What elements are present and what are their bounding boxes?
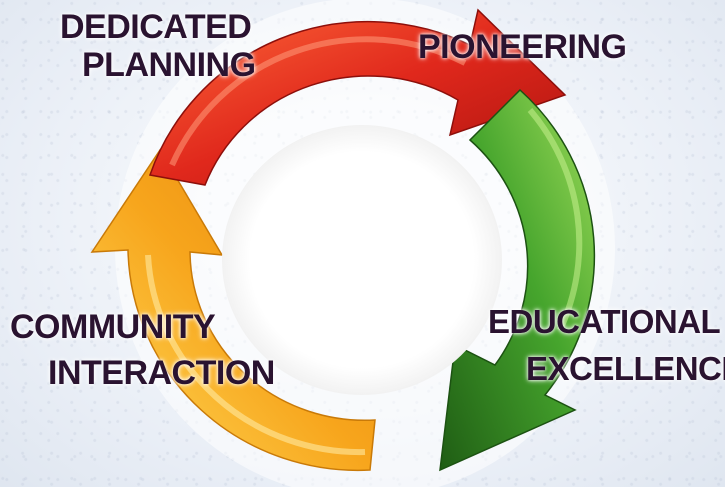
green-arrow: [439, 88, 596, 472]
label-line: Interaction: [48, 356, 275, 390]
label-dedicated-planning: Dedicated Planning: [60, 10, 256, 82]
label-community-interaction: Community Interaction: [10, 310, 275, 390]
label-line: Planning: [82, 48, 256, 82]
label-line: Community: [10, 310, 275, 344]
label-text: Excellence: [526, 350, 725, 387]
red-arrow: [149, 8, 567, 186]
label-text: Planning: [82, 46, 256, 84]
label-educational-excellence: Educational Excellence: [488, 305, 725, 385]
label-pioneering: Pioneering: [418, 28, 627, 66]
label-text: Educational: [488, 303, 721, 340]
label-text: Dedicated: [60, 8, 252, 46]
label-line: Excellence: [526, 352, 725, 385]
label-line: Dedicated: [60, 10, 256, 44]
orange-arrow: [90, 148, 376, 472]
label-text: Interaction: [48, 354, 275, 392]
label-line: Educational: [488, 305, 725, 338]
label-line: Pioneering: [418, 28, 627, 66]
label-text: Community: [10, 308, 216, 346]
label-text: Pioneering: [418, 28, 627, 66]
center-hole: [222, 125, 502, 395]
